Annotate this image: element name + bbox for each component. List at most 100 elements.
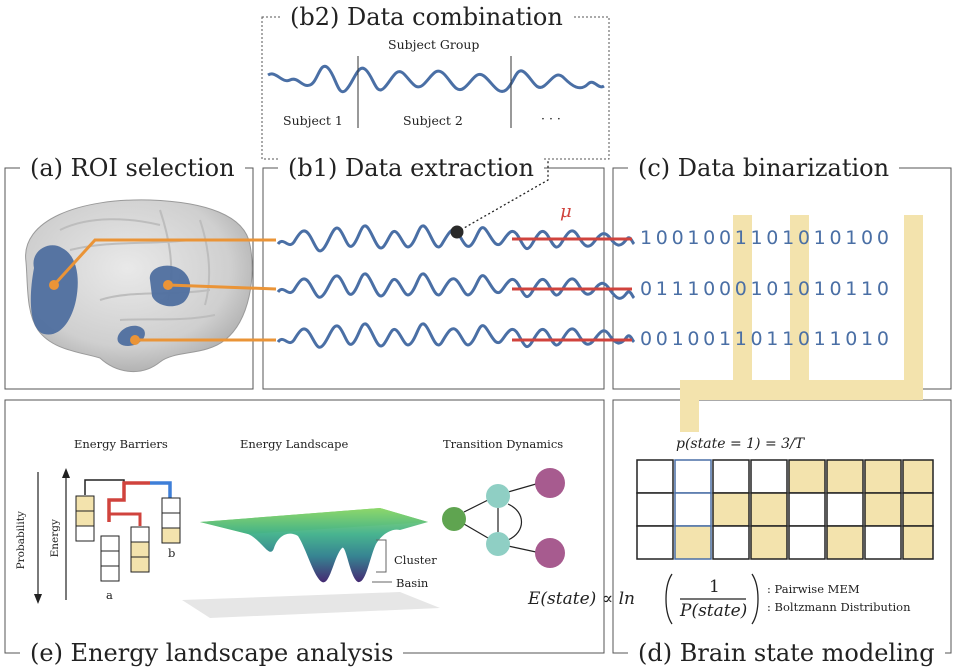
energy-landscape-title: Energy Landscape [240, 437, 349, 451]
time-series-roi-2 [276, 272, 636, 300]
state-cell [674, 459, 712, 494]
connector-roi-1 [52, 238, 276, 287]
state-cell [864, 492, 902, 527]
state-cell [826, 492, 864, 527]
energy-formula-numerator: 1 [709, 577, 720, 597]
frame-data-extraction [262, 167, 605, 390]
panel-title-roi-selection: (a) ROI selection [20, 156, 245, 180]
combination-connector [456, 159, 549, 233]
brain-illustration [25, 199, 253, 373]
binary-row-1: 1001001101010100 [640, 227, 893, 249]
energy-formula-lhs: E(state) ∝ ln [528, 589, 635, 609]
dendrogram-branch-red [107, 481, 150, 522]
state-cell [826, 459, 864, 494]
state-cell [674, 492, 712, 527]
state-cell [788, 525, 826, 560]
state-node-teal [486, 532, 510, 556]
energy-barriers-title: Energy Barriers [74, 437, 168, 451]
roi-dot-1 [49, 280, 59, 290]
binarization-highlights [680, 215, 923, 432]
transition-edge-curve [507, 503, 523, 541]
energy-formula-denominator: P(state) [680, 601, 748, 621]
node-b-label: b [168, 546, 176, 560]
panel-title-energy-landscape-analysis: (e) Energy landscape analysis [20, 641, 404, 665]
state-cell [788, 459, 826, 494]
transition-edge [463, 499, 489, 513]
barrier-node-b [161, 497, 181, 514]
brain-gyri [59, 209, 216, 321]
axis-energy-arrow [62, 468, 70, 478]
state-cell [636, 525, 674, 560]
state-cell [864, 459, 902, 494]
dendrogram-branch-blue [150, 481, 172, 498]
combined-signal-line [267, 64, 605, 94]
highlight-bar-down [680, 380, 699, 432]
highlight-bar-horizontal [680, 380, 923, 400]
panel-title-data-extraction: (b1) Data extraction [278, 156, 544, 180]
barrier-node-a [100, 535, 120, 552]
barrier-node [130, 556, 150, 573]
state-cell [712, 459, 750, 494]
formula-graphics [665, 573, 759, 625]
state-cell [902, 459, 934, 494]
state-cell [636, 492, 674, 527]
subject-1-label: Subject 1 [283, 113, 343, 128]
roi-dot-3 [130, 335, 140, 345]
axis-probability-arrow [34, 594, 42, 604]
panel-title-data-binarization: (c) Data binarization [628, 156, 900, 180]
axis-probability-label: Probability [14, 511, 27, 570]
state-grid [636, 459, 934, 560]
panel-title-data-combination: (b2) Data combination [280, 5, 573, 29]
transition-edge [463, 523, 489, 539]
pairwise-mem-label: : Pairwise MEM [767, 582, 860, 596]
dendrogram-branch-lower [107, 512, 142, 526]
boltzmann-distribution-label: : Boltzmann Distribution [767, 600, 911, 614]
mean-symbol: μ [560, 201, 572, 222]
state-cell [826, 525, 864, 560]
state-probability-expression: p(state = 1) = 3/T [676, 436, 805, 452]
roi-dots [49, 280, 173, 345]
mean-lines [512, 237, 632, 342]
time-series [276, 224, 636, 349]
panel-title-brain-state-modeling: (d) Brain state modeling [628, 641, 945, 665]
state-node-teal [486, 484, 510, 508]
state-cell [674, 525, 712, 560]
dendrogram-branch-left [84, 479, 125, 498]
time-series-roi-3 [276, 322, 636, 349]
energy-landscape-surface [182, 508, 440, 618]
state-cell [750, 459, 788, 494]
left-paren [665, 573, 673, 625]
state-node-purple [535, 468, 565, 498]
basin-label: Basin [396, 576, 429, 590]
state-cell [636, 459, 674, 494]
state-cell [788, 492, 826, 527]
axis-energy-label: Energy [48, 519, 61, 558]
binary-row-3: 0010011011011010 [640, 328, 893, 350]
transition-edge [507, 545, 537, 553]
state-cell [902, 492, 934, 527]
cluster-bracket [376, 539, 387, 573]
subject-2-label: Subject 2 [403, 113, 463, 128]
state-node-green [442, 507, 466, 531]
roi-connectors [52, 238, 277, 342]
connector-roi-2 [167, 283, 277, 291]
cluster-label: Cluster [394, 553, 437, 567]
barrier-node-a [100, 550, 120, 567]
right-paren [751, 573, 759, 625]
barrier-node [75, 510, 95, 527]
landscape-floor [182, 592, 440, 618]
energy-barriers-graphic [34, 468, 181, 604]
barrier-node-b [161, 527, 181, 544]
selected-sample-point [450, 225, 464, 239]
state-cell [712, 492, 750, 527]
node-a-label: a [106, 588, 113, 602]
barrier-node [130, 541, 150, 558]
subject-group-label: Subject Group [388, 37, 480, 52]
transition-edge [507, 483, 537, 493]
roi-dot-2 [163, 280, 173, 290]
highlight-column-1 [733, 215, 752, 385]
subject-ellipsis: · · · [541, 111, 561, 126]
barrier-node-a [100, 565, 120, 582]
state-node-purple [535, 538, 565, 568]
state-cell [864, 525, 902, 560]
